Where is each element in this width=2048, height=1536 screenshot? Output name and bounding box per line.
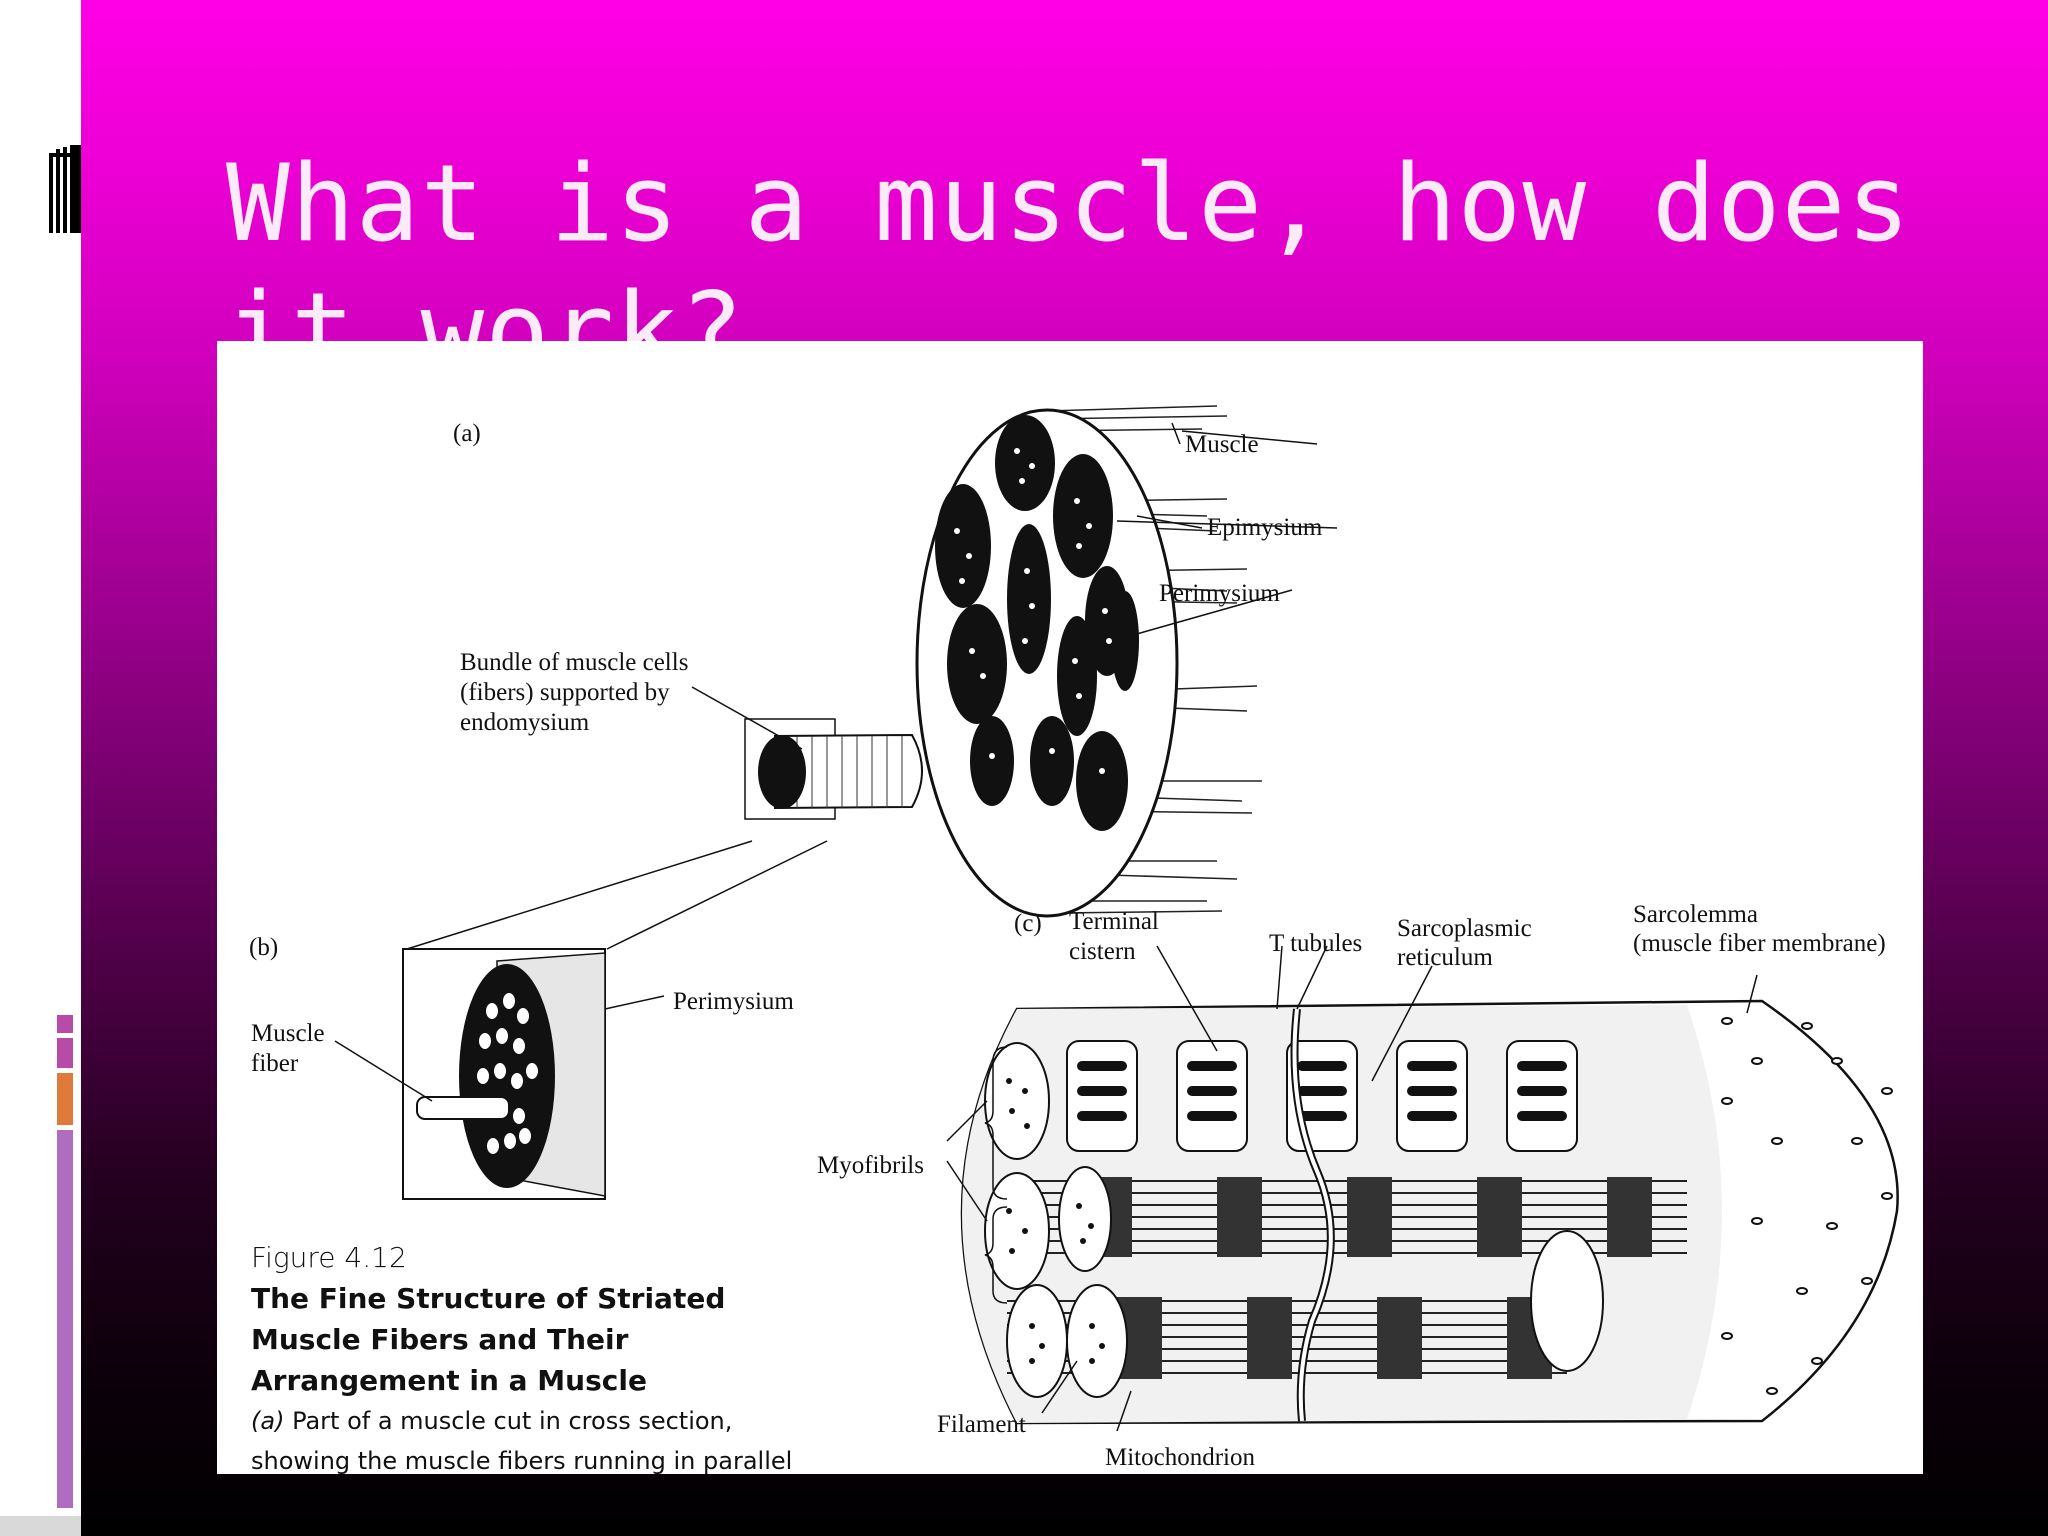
accent-bar-1 [57, 1015, 73, 1033]
accent-bar-2 [57, 1038, 73, 1068]
panel-b-tag: (b) [249, 934, 278, 961]
caption-number: Figure 4.12 [251, 1241, 407, 1274]
label-myofibrils: Myofibrils [817, 1152, 924, 1179]
accent-bar-4 [57, 1130, 73, 1508]
panel-c-tag: (c) [1014, 910, 1042, 937]
figure-caption: Figure 4.12 The Fine Structure of Striat… [251, 1238, 811, 1474]
label-sarcoplasmic-line2: reticulum [1397, 944, 1493, 971]
fascicle-texture [954, 448, 1112, 774]
fascicles [935, 415, 1139, 831]
caption-description: (a) Part of a muscle cut in cross sectio… [251, 1401, 811, 1474]
slide: What is a muscle, how does it work? [81, 0, 2048, 1536]
label-epimysium: Epimysium [1207, 514, 1323, 541]
myofibril-brace-lower [984, 1206, 1008, 1304]
myofibril-ends [984, 1042, 1604, 1398]
label-muscle: Muscle [1185, 431, 1259, 458]
label-mitochondrion: Mitochondrion [1105, 1444, 1255, 1471]
label-muscle-fiber-line2: fiber [251, 1050, 299, 1077]
label-sarcolemma-line1: Sarcolemma [1633, 901, 1758, 928]
myofibril-brace-upper [984, 1046, 1008, 1200]
label-sarcolemma-line2: (muscle fiber membrane) [1633, 930, 1886, 957]
label-terminal-line2: cistern [1069, 938, 1136, 965]
bottom-strip [0, 1516, 81, 1536]
label-filament: Filament [937, 1411, 1026, 1438]
zoom-line-bottom [606, 840, 828, 950]
sarcolemma-pores [1721, 1017, 1893, 1395]
label-bundle-line1: Bundle of muscle cells [460, 649, 688, 676]
bundle-end [758, 735, 806, 809]
accent-bar-3 [57, 1073, 73, 1125]
label-t-tubules: T tubules [1269, 930, 1362, 957]
label-terminal-line1: Terminal [1069, 908, 1159, 935]
muscle-diagram: (a) Muscle Epimysium Perimysium Bundle o… [249, 405, 1899, 1471]
label-perimysium-b: Perimysium [673, 988, 794, 1015]
label-perimysium-a: Perimysium [1159, 580, 1280, 607]
slide-stack-icon [47, 145, 81, 235]
panel-a-tag: (a) [453, 420, 481, 447]
label-muscle-fiber-line1: Muscle [251, 1020, 325, 1047]
zoom-line-top [406, 840, 753, 950]
reticulum-slots [1077, 1061, 1567, 1121]
myofibril-end-dots [1006, 1078, 1105, 1364]
muscle-figure: (a) Muscle Epimysium Perimysium Bundle o… [217, 341, 1923, 1474]
leader-lines [334, 422, 1758, 1432]
label-bundle-line2: (fibers) supported by [460, 679, 670, 706]
label-bundle-line3: endomysium [460, 709, 590, 736]
t-tubule-inner [1292, 1008, 1333, 1422]
left-rail [0, 0, 81, 1536]
label-sarcoplasmic-line1: Sarcoplasmic [1397, 915, 1532, 942]
single-fiber [416, 1096, 510, 1120]
caption-desc-tag: (a) [251, 1407, 285, 1435]
fiber-bundle-face [459, 964, 555, 1188]
caption-heading: The Fine Structure of Striated Muscle Fi… [251, 1282, 726, 1397]
caption-desc-text: Part of a muscle cut in cross section, s… [251, 1407, 793, 1474]
